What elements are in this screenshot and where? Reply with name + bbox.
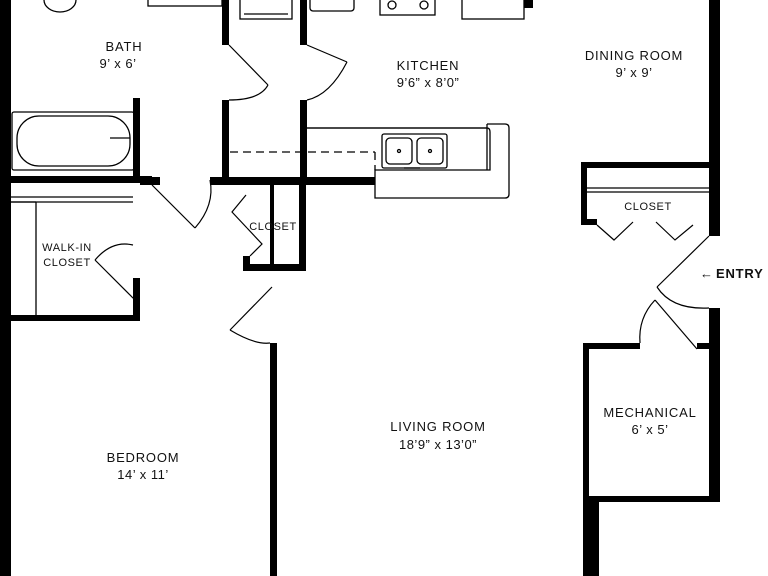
bath-name: BATH xyxy=(106,39,143,54)
wall-hall-horizontal xyxy=(140,177,160,185)
entry-closet-label: CLOSET xyxy=(624,201,672,213)
hall-closet-label: CLOSET xyxy=(249,221,297,233)
wall-mech-bottom xyxy=(588,496,720,502)
entry-label: ENTRY xyxy=(716,266,764,281)
wall-mech-left xyxy=(583,343,589,576)
bedroom-size: 14’ x 11’ xyxy=(117,467,168,482)
kitchen-counter xyxy=(307,123,510,199)
wall-hall-right-lower xyxy=(300,100,307,185)
walkin-door[interactable] xyxy=(94,243,136,301)
entry-closet-door[interactable] xyxy=(596,221,694,241)
wall-closet-bottom xyxy=(243,264,306,271)
wall-entry-closet-top xyxy=(581,162,720,168)
wall-right-lower xyxy=(709,308,720,501)
dishwasher xyxy=(239,0,293,20)
wall-closet-inner xyxy=(270,185,274,270)
bedroom-name: BEDROOM xyxy=(107,450,180,465)
wall-entry-closet-left xyxy=(581,162,587,225)
vanity xyxy=(147,0,223,7)
kitchen-size: 9’6” x 8’0” xyxy=(397,75,460,90)
wall-right-bottom xyxy=(588,496,599,576)
wall-walkin-right xyxy=(133,278,140,321)
closet-door[interactable] xyxy=(231,194,263,257)
wall-hall-left-lower xyxy=(222,100,229,185)
wall-right-upper xyxy=(709,0,720,236)
living-name: LIVING ROOM xyxy=(390,419,485,434)
bath-door[interactable] xyxy=(228,44,269,101)
bath-size: 9’ x 6’ xyxy=(100,56,137,71)
walkin-label-line2: CLOSET xyxy=(43,257,91,269)
bedroom-door[interactable] xyxy=(229,286,273,344)
mechanical-door[interactable] xyxy=(639,299,698,350)
wall-left-exterior xyxy=(0,0,11,576)
mechanical-name: MECHANICAL xyxy=(603,405,696,420)
wall-walkin-bottom xyxy=(0,315,140,321)
wall-top-stub xyxy=(524,0,533,8)
living-size: 18’9” x 13’0” xyxy=(399,437,477,452)
entry-door[interactable] xyxy=(656,235,710,309)
fixtures xyxy=(11,0,709,315)
kitchen-name: KITCHEN xyxy=(397,58,460,73)
wall-bedroom-right xyxy=(270,343,277,576)
wall-hall-right xyxy=(300,0,307,45)
walls xyxy=(0,0,720,576)
kitchen-door[interactable] xyxy=(306,44,348,101)
dining-size: 9’ x 9’ xyxy=(616,65,653,80)
bathtub-inner xyxy=(16,115,131,167)
bathtub xyxy=(11,111,135,171)
kitchen-sink xyxy=(381,133,448,169)
wall-mech-top xyxy=(583,343,640,349)
walkin-label-line1: WALK-IN xyxy=(42,242,92,254)
wall-mech-top-right xyxy=(697,343,720,349)
mechanical-size: 6’ x 5’ xyxy=(632,422,669,437)
wall-hall-horizontal-2 xyxy=(210,177,375,185)
cooktop xyxy=(379,0,436,16)
wall-bath-right xyxy=(133,98,140,178)
toilet xyxy=(43,0,77,13)
range xyxy=(309,0,355,12)
hall-door[interactable] xyxy=(151,179,212,229)
labels: BATH 9’ x 6’ KITCHEN 9’6” x 8’0” DINING … xyxy=(42,39,763,482)
entry-arrow-icon: ← xyxy=(700,266,714,281)
wall-bath-bottom xyxy=(0,176,152,183)
dining-name: DINING ROOM xyxy=(585,48,683,63)
wall-closet-right xyxy=(299,177,306,270)
doors xyxy=(94,44,710,350)
refrigerator xyxy=(461,0,525,20)
wall-entry-closet-left-return xyxy=(581,219,597,225)
wall-closet-left xyxy=(243,256,250,271)
wall-hall-left xyxy=(222,0,229,45)
